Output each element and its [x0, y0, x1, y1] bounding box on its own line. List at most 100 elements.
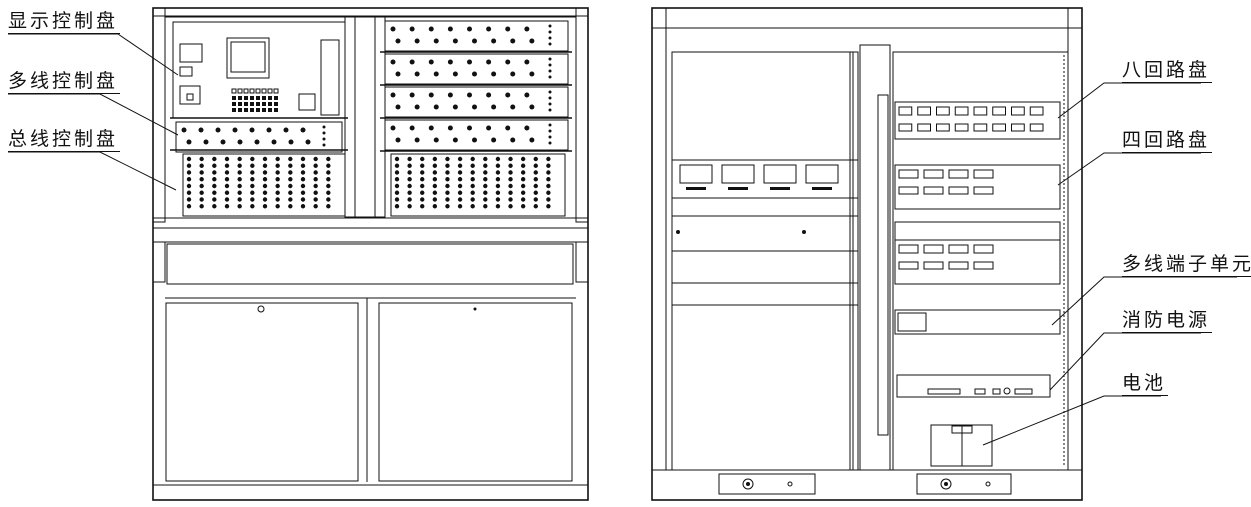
- knob: [452, 71, 458, 77]
- indicator-led: [548, 36, 552, 40]
- bus-button: [420, 170, 425, 175]
- knob: [428, 92, 434, 98]
- board-component: [992, 123, 1006, 132]
- bus-button: [288, 177, 293, 182]
- bus-button: [288, 197, 293, 202]
- bus-button: [483, 177, 488, 182]
- indicator-led: [548, 42, 552, 46]
- knob: [395, 137, 401, 143]
- indicator-led: [548, 24, 552, 28]
- bus-button: [326, 190, 331, 195]
- bus-button: [420, 156, 425, 162]
- key: [274, 108, 278, 112]
- board-component: [936, 106, 950, 116]
- bus-button: [394, 197, 400, 202]
- bus-button: [224, 177, 230, 182]
- bus-button: [470, 163, 475, 168]
- bus-button: [313, 163, 318, 168]
- bus-button: [533, 197, 538, 202]
- bus-button: [186, 183, 192, 189]
- bus-button: [313, 204, 318, 209]
- right-door: [378, 302, 573, 482]
- indicator-led: [548, 108, 552, 112]
- bus-button: [224, 197, 230, 202]
- bus-button: [533, 177, 538, 182]
- bus-button: [394, 163, 400, 168]
- knob: [452, 104, 458, 110]
- key: [238, 96, 242, 100]
- bus-button: [546, 197, 551, 202]
- bus-button: [546, 163, 551, 168]
- key: [268, 108, 272, 112]
- indicator-led: [548, 123, 552, 127]
- knob: [472, 38, 477, 44]
- bus-button: [520, 183, 526, 189]
- key: [238, 108, 242, 112]
- knob: [447, 26, 453, 32]
- bus-button: [394, 204, 400, 209]
- key: [256, 96, 260, 100]
- board-component: [923, 244, 944, 254]
- knob: [409, 59, 415, 65]
- bus-button: [432, 163, 438, 168]
- knob: [414, 104, 420, 110]
- knob: [486, 59, 492, 65]
- knob: [395, 38, 401, 44]
- knob: [524, 59, 530, 65]
- bus-button: [262, 204, 268, 209]
- key: [250, 108, 254, 112]
- knob: [186, 139, 192, 145]
- bus-button: [262, 183, 268, 189]
- bus-button: [470, 183, 475, 189]
- indicator-led: [322, 137, 326, 141]
- bus-button: [483, 197, 488, 202]
- key: [261, 88, 267, 94]
- bus-button: [470, 197, 475, 202]
- knob: [447, 59, 453, 65]
- label-multiline-terminal-unit: 多线端子单元: [1122, 253, 1251, 277]
- knob: [510, 71, 516, 77]
- bus-panel: [182, 153, 346, 217]
- bus-button: [326, 177, 331, 182]
- bus-button: [224, 190, 230, 195]
- bus-button: [407, 190, 412, 195]
- board-component: [936, 123, 950, 132]
- knob: [486, 125, 492, 131]
- bus-button: [533, 183, 538, 189]
- bus-button: [520, 163, 526, 168]
- bus-button: [313, 177, 318, 182]
- bus-button: [300, 183, 306, 189]
- module-label: [686, 187, 706, 190]
- board-component: [973, 123, 988, 132]
- module-label: [728, 187, 748, 190]
- bus-button: [212, 197, 217, 202]
- bus-button: [546, 156, 551, 162]
- bus-button: [495, 156, 501, 162]
- bus-button: [520, 190, 526, 195]
- bus-button: [407, 163, 412, 168]
- bus-button: [445, 190, 450, 195]
- board-component: [1011, 106, 1025, 116]
- bus-button: [445, 156, 450, 162]
- multiline-panel: [384, 20, 569, 52]
- knob: [433, 38, 439, 44]
- knob: [524, 26, 530, 32]
- board-component: [898, 244, 919, 254]
- knob: [452, 137, 458, 143]
- bus-button: [288, 170, 293, 175]
- knob: [510, 137, 516, 143]
- bus-button: [533, 190, 538, 195]
- indicator-led: [548, 90, 552, 94]
- board-component: [973, 106, 988, 116]
- bus-button: [186, 170, 192, 175]
- four-loop-panel: [894, 164, 1061, 210]
- key: [268, 102, 272, 106]
- indicator-led: [322, 125, 326, 129]
- bus-button: [445, 197, 450, 202]
- knob: [472, 137, 477, 143]
- bus-button: [237, 190, 242, 195]
- key: [243, 88, 249, 94]
- indicator-led: [548, 57, 552, 61]
- knob: [414, 137, 420, 143]
- bus-button: [470, 170, 475, 175]
